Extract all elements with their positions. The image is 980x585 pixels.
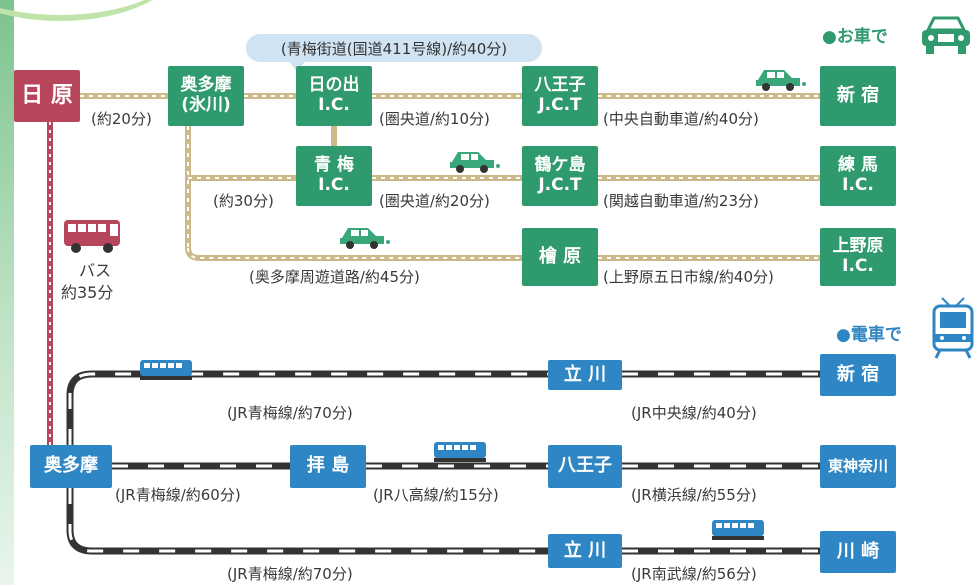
- station-kawasaki: 川 崎: [820, 531, 896, 573]
- blue-train-icon: [710, 518, 766, 548]
- bus-icon: [62, 216, 126, 260]
- label-tsurugashima-nerima: (関越自動車道/約23分): [602, 192, 760, 210]
- station-okutama-rail: 奥多摩: [30, 445, 112, 488]
- label-okutama-haijima: (JR青梅線/約60分): [114, 486, 242, 504]
- small-green-car-icon: [336, 222, 392, 254]
- left-decorative-stripe: [0, 0, 14, 585]
- label-bottom-ome: (JR青梅線/約70分): [226, 565, 354, 583]
- train-section-header: ●電車で: [836, 325, 902, 345]
- rail-line-dashes: [68, 372, 820, 553]
- label-haijima-hachioji: (JR八高線/約15分): [372, 486, 500, 504]
- route-callout-bubble: (青梅街道(国道411号線)/約40分): [246, 34, 542, 62]
- bus-label: バス: [78, 261, 113, 280]
- label-hachioji-shinjuku: (中央自動車道/約40分): [602, 110, 760, 128]
- blue-train-icon: [432, 440, 488, 470]
- station-higashikanagawa: 東神奈川: [820, 445, 896, 488]
- node-hinohara: 檜 原: [522, 228, 598, 286]
- label-hihara-okutama: (約20分): [90, 110, 153, 128]
- station-tachikawa-2: 立 川: [548, 534, 622, 568]
- small-green-car-icon: [446, 146, 502, 178]
- station-tachikawa-1: 立 川: [548, 360, 622, 390]
- label-top-ome: (JR青梅線/約70分): [226, 404, 354, 422]
- label-okutama-hinohara: (奥多摩周遊道路/約45分): [248, 268, 421, 286]
- train-front-icon: [928, 296, 978, 364]
- label-ome-tsurugashima: (圏央道/約20分): [378, 192, 491, 210]
- label-hinohara-uenohara: (上野原五日市線/約40分): [602, 268, 775, 286]
- car-section-header: ●お車で: [822, 27, 888, 47]
- station-hihara: 日 原: [14, 70, 80, 122]
- car-outline-icon: [918, 10, 974, 62]
- station-haijima: 拝 島: [290, 445, 366, 488]
- road-line-dots: [80, 95, 820, 259]
- bus-time: 約35分: [60, 283, 115, 302]
- small-green-car-icon: [752, 64, 808, 96]
- station-shinjuku-rail: 新 宿: [820, 354, 896, 396]
- label-hinode-hachioji: (圏央道/約10分): [378, 110, 491, 128]
- label-tachikawa-kawasaki: (JR南武線/約56分): [630, 565, 758, 583]
- blue-train-icon: [138, 358, 194, 388]
- label-tachikawa-shinjuku: (JR中央線/約40分): [630, 404, 758, 422]
- label-hachioji-higashikanagawa: (JR横浜線/約55分): [630, 486, 758, 504]
- station-hachioji-rail: 八王子: [548, 445, 622, 488]
- label-okutama-ome: (約30分): [212, 192, 275, 210]
- node-shinjuku-car: 新 宿: [820, 66, 896, 126]
- station-okutama-hikawa: 奥多摩(氷川): [168, 66, 244, 126]
- top-left-decorative-arc: [0, 0, 180, 21]
